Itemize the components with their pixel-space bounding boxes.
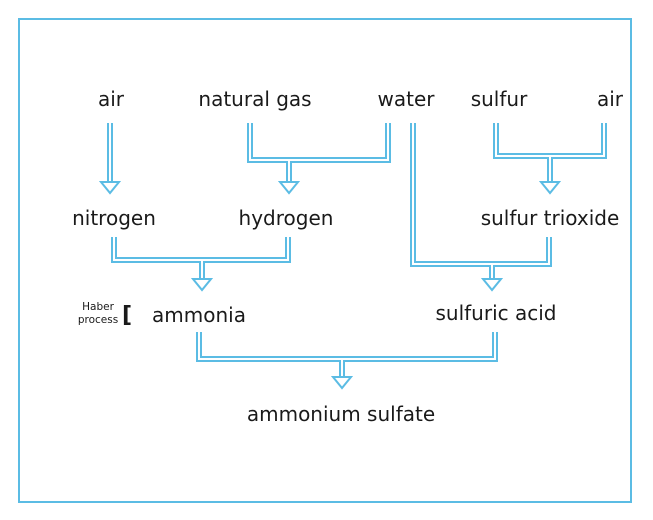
haber-label-line1: Haber [82, 301, 114, 313]
connector-nitrogen-hydrogen-to-ammonia [111, 237, 291, 292]
node-air-left: air [97, 87, 125, 111]
node-hydrogen: hydrogen [238, 206, 334, 230]
connector-ammonia-sulfuric-to-sulfate [196, 332, 498, 390]
connector-sulfur-air-to-trioxide [493, 123, 607, 195]
node-ammonium-sulfate: ammonium sulfate [246, 402, 436, 426]
node-nitrogen: nitrogen [72, 206, 156, 230]
node-sulfur-trioxide: sulfur trioxide [480, 206, 620, 230]
node-air-right: air [596, 87, 624, 111]
connector-water-trioxide-to-sulfuric [410, 123, 552, 292]
haber-label-line2: process [77, 314, 119, 326]
node-ammonia: ammonia [152, 303, 246, 327]
node-natural-gas: natural gas [198, 87, 312, 111]
connector-air-to-nitrogen [98, 123, 122, 195]
connector-gas-water-to-hydrogen [247, 123, 391, 195]
node-sulfuric-acid: sulfuric acid [435, 301, 557, 325]
node-water: water [377, 87, 435, 111]
haber-bracket: [ [121, 303, 133, 328]
node-sulfur: sulfur [470, 87, 528, 111]
